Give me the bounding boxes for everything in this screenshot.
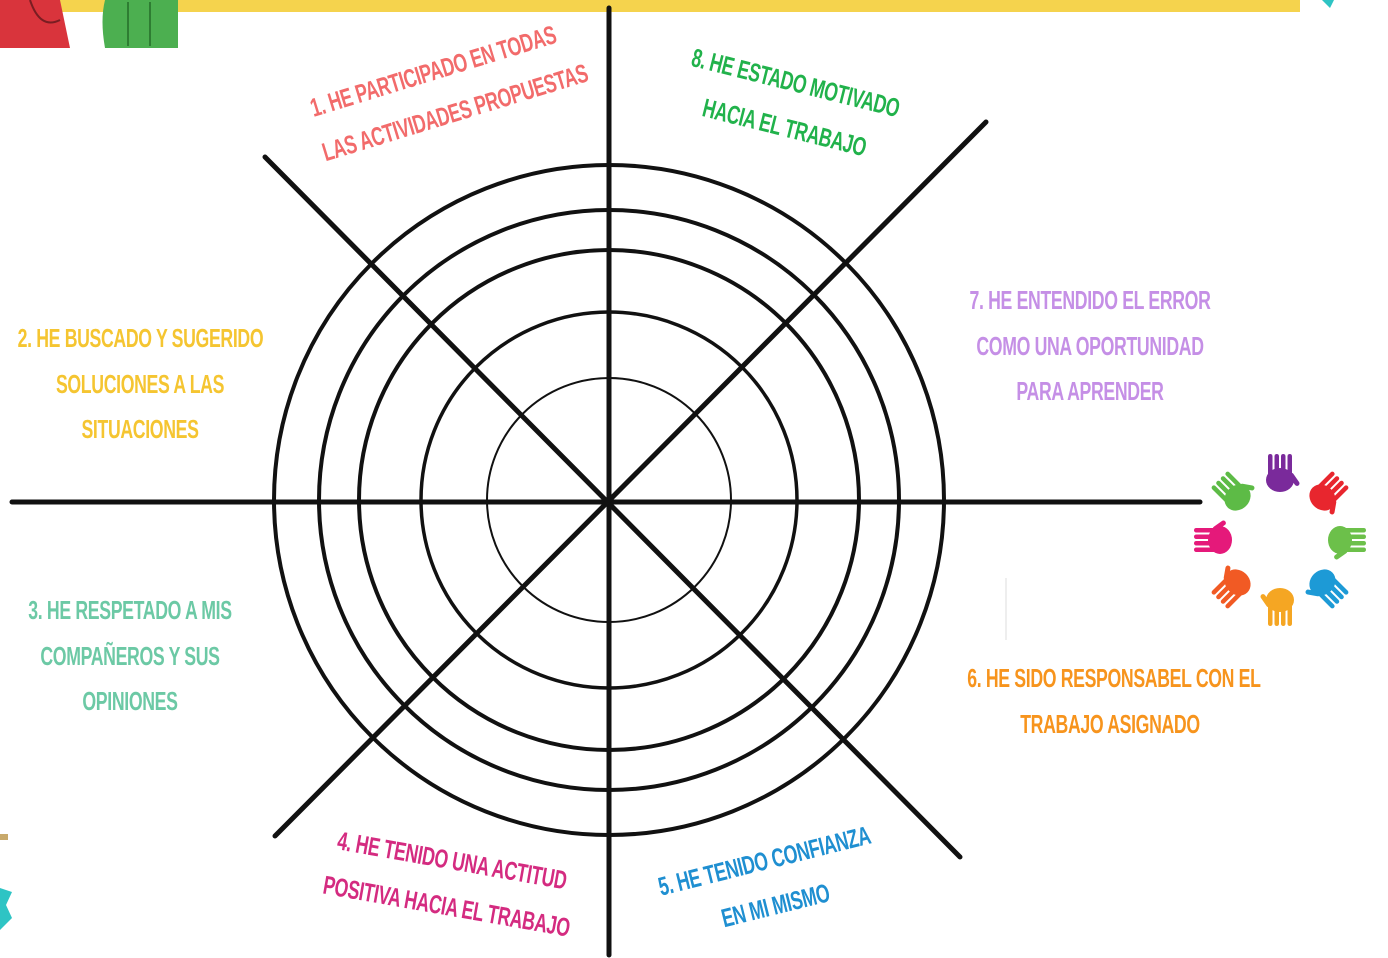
hands-logo (1194, 454, 1366, 626)
label-item-6: 6. He sido responsabel con eltrabajo asi… (967, 663, 1261, 739)
hand-4 (1305, 569, 1349, 609)
hand-5 (1260, 588, 1294, 626)
hand-6 (1211, 565, 1251, 609)
label-item-2: 2. He buscado y sugeridosoluciones a las… (17, 323, 264, 444)
label-item-3: 3. He respetado a miscompañeros y susopi… (28, 595, 232, 716)
red-figure (0, 0, 70, 48)
top-yellow-strip (0, 0, 1300, 12)
cactus-figure (102, 0, 178, 48)
corner-illustration (0, 0, 1300, 48)
label-item-7: 7. He entendido el errorcomo una oportun… (969, 285, 1211, 406)
edge-marks (0, 0, 1334, 930)
hand-8 (1211, 471, 1255, 511)
hand-3 (1328, 526, 1366, 560)
hand-7 (1194, 520, 1232, 554)
axis-line-3 (262, 154, 963, 860)
wheel (9, 5, 1203, 958)
axis-line-4 (272, 119, 989, 839)
hand-1 (1266, 454, 1300, 492)
hand-2 (1309, 471, 1349, 515)
